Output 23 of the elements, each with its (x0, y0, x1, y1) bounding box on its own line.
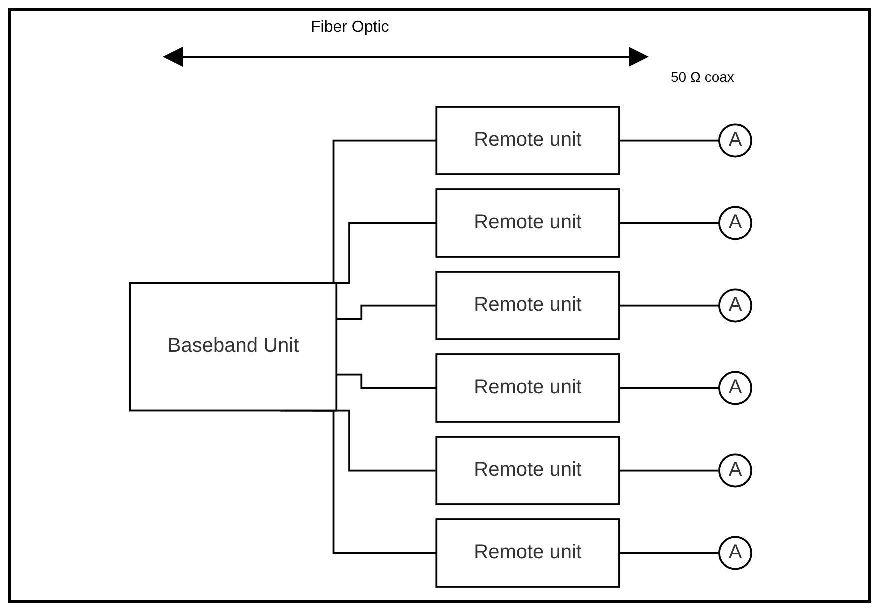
node-box: Remote unit (436, 354, 620, 423)
node-box: Remote unit (436, 271, 620, 340)
connector (619, 304, 720, 307)
node-circle: A (718, 124, 752, 158)
connector (336, 374, 437, 390)
connector (619, 470, 720, 472)
connector (619, 552, 720, 554)
node-box: Remote unit (436, 106, 620, 176)
connector (336, 304, 437, 320)
connector (619, 222, 720, 224)
dimension-label: Fiber Optic (311, 19, 390, 37)
cable-label: 50 Ω coax (671, 69, 734, 85)
node-box: Baseband Unit (130, 282, 338, 412)
node-circle: A (718, 371, 752, 406)
node-box: Remote unit (436, 436, 620, 506)
node-circle: A (718, 536, 752, 570)
node-box: Remote unit (436, 188, 620, 258)
node-circle: A (718, 454, 752, 488)
node-box: Remote unit (436, 518, 620, 588)
node-circle: A (718, 206, 752, 240)
connector (619, 140, 720, 142)
node-circle: A (718, 288, 752, 323)
connector (619, 387, 720, 390)
